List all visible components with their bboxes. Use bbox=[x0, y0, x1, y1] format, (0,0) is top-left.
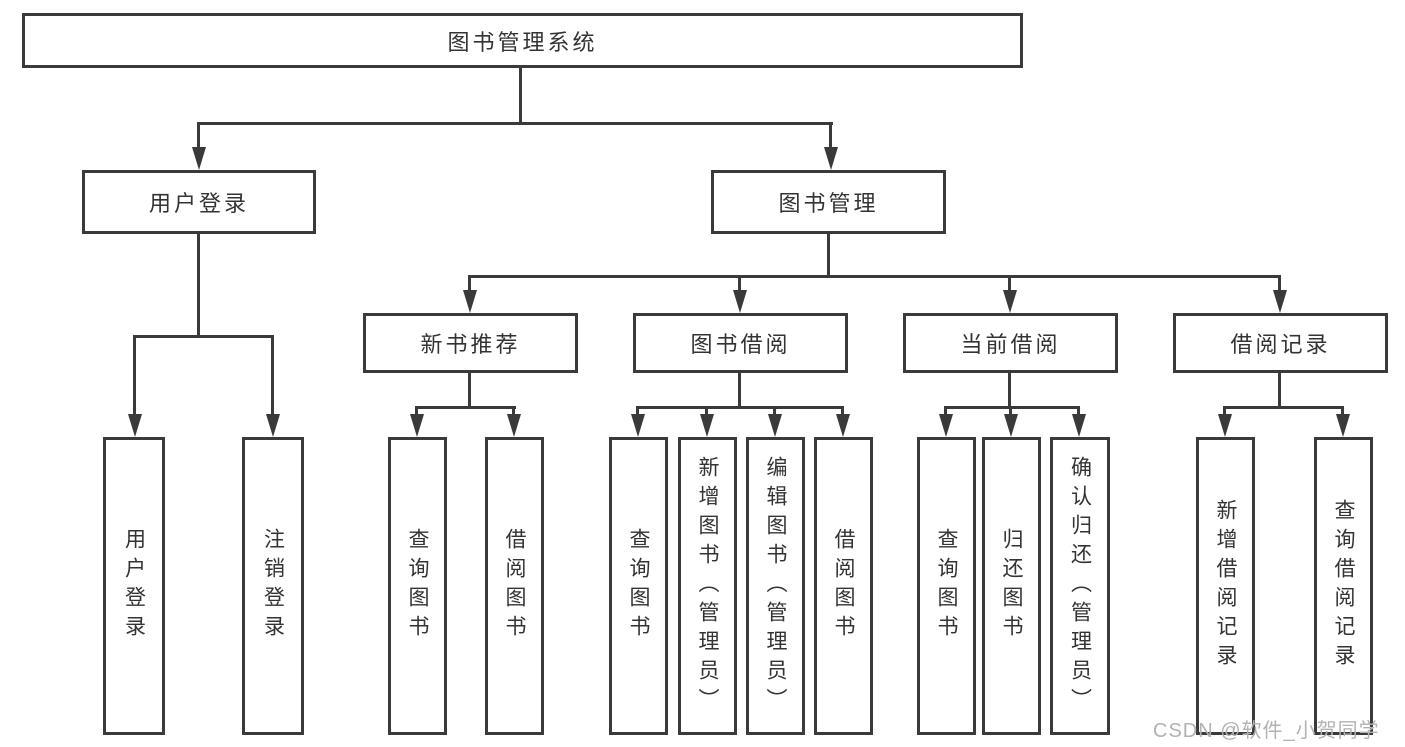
connector-drop bbox=[1278, 275, 1281, 293]
node-current-borrow: 当前借阅 bbox=[903, 313, 1118, 373]
leaf-recommend-borrow-books: 借阅图书 bbox=[485, 437, 544, 735]
connector-stub bbox=[1278, 373, 1281, 407]
leaf-logout: 注销登录 bbox=[242, 437, 304, 735]
connector-bar bbox=[636, 406, 844, 409]
arrow-down-icon bbox=[700, 414, 714, 437]
arrow-down-icon bbox=[824, 147, 838, 170]
connector-drop bbox=[1341, 406, 1344, 418]
leaf-label: 新增图书（管理员） bbox=[696, 455, 719, 717]
leaf-query-borrow-record: 查询借阅记录 bbox=[1314, 437, 1373, 735]
leaf-label: 编辑图书（管理员） bbox=[764, 455, 787, 717]
arrow-down-icon bbox=[836, 414, 850, 437]
arrow-down-icon bbox=[410, 414, 424, 437]
connector-level2-bar bbox=[468, 275, 1281, 278]
connector-bar bbox=[944, 406, 1080, 409]
arrow-down-icon bbox=[1072, 414, 1086, 437]
connector-root-bar bbox=[197, 122, 833, 125]
leaf-current-query-books: 查询图书 bbox=[917, 437, 976, 735]
connector-drop bbox=[705, 406, 708, 418]
connector-drop bbox=[944, 406, 947, 418]
connector-drop bbox=[738, 275, 741, 293]
connector-root-stub bbox=[519, 68, 522, 122]
arrow-down-icon bbox=[1336, 414, 1350, 437]
connector-drop bbox=[415, 406, 418, 418]
node-user-login: 用户登录 bbox=[82, 170, 316, 234]
connector-drop bbox=[1077, 406, 1080, 418]
node-borrow-records: 借阅记录 bbox=[1173, 313, 1388, 373]
arrow-down-icon bbox=[939, 414, 953, 437]
leaf-label: 查询图书 bbox=[627, 528, 650, 644]
csdn-watermark: CSDN @软件_小贺同学 bbox=[1153, 720, 1380, 742]
arrow-down-icon bbox=[768, 414, 782, 437]
connector-login-stub bbox=[197, 234, 200, 336]
connector-mgmt-stub bbox=[827, 234, 830, 276]
arrow-down-icon bbox=[733, 290, 747, 313]
node-new-book-recommend: 新书推荐 bbox=[363, 313, 578, 373]
leaf-add-books-admin: 新增图书（管理员） bbox=[678, 437, 737, 735]
arrow-down-icon bbox=[1218, 414, 1232, 437]
leaf-return-books: 归还图书 bbox=[982, 437, 1041, 735]
connector-drop bbox=[512, 406, 515, 418]
arrow-down-icon bbox=[1004, 414, 1018, 437]
node-root: 图书管理系统 bbox=[22, 13, 1023, 68]
leaf-label: 确认归还（管理员） bbox=[1068, 455, 1092, 717]
leaf-confirm-return-admin: 确认归还（管理员） bbox=[1050, 437, 1110, 735]
arrow-down-icon bbox=[1273, 290, 1287, 313]
connector-drop bbox=[773, 406, 776, 418]
connector-stub bbox=[1008, 373, 1011, 407]
leaf-recommend-query-books: 查询图书 bbox=[388, 437, 447, 735]
connector-drop bbox=[636, 406, 639, 418]
leaf-add-borrow-record: 新增借阅记录 bbox=[1196, 437, 1255, 735]
leaf-label: 查询借阅记录 bbox=[1332, 499, 1355, 673]
arrow-down-icon bbox=[463, 290, 477, 313]
leaf-borrow-books: 借阅图书 bbox=[814, 437, 873, 735]
leaf-label: 新增借阅记录 bbox=[1214, 499, 1237, 673]
arrow-down-icon bbox=[507, 414, 521, 437]
leaf-edit-books-admin: 编辑图书（管理员） bbox=[746, 437, 805, 735]
arrow-down-icon bbox=[266, 414, 280, 437]
connector-drop bbox=[133, 335, 136, 415]
leaf-label: 借阅图书 bbox=[503, 528, 526, 644]
leaf-user-login: 用户登录 bbox=[103, 437, 165, 735]
leaf-label: 查询图书 bbox=[406, 528, 429, 644]
leaf-label: 归还图书 bbox=[1000, 528, 1023, 644]
arrow-down-icon bbox=[192, 147, 206, 170]
connector-drop bbox=[829, 122, 832, 150]
arrow-down-icon bbox=[631, 414, 645, 437]
connector-bar bbox=[415, 406, 516, 409]
leaf-label: 用户登录 bbox=[122, 528, 146, 644]
leaf-label: 查询图书 bbox=[935, 528, 958, 644]
arrow-down-icon bbox=[1003, 290, 1017, 313]
connector-drop bbox=[1008, 275, 1011, 293]
connector-stub bbox=[468, 373, 471, 407]
connector-login-bar bbox=[133, 335, 274, 338]
leaf-label: 借阅图书 bbox=[832, 528, 855, 644]
connector-bar bbox=[1223, 406, 1344, 409]
connector-drop bbox=[1223, 406, 1226, 418]
connector-drop bbox=[271, 335, 274, 415]
connector-stub bbox=[738, 373, 741, 407]
arrow-down-icon bbox=[128, 414, 142, 437]
connector-drop bbox=[468, 275, 471, 293]
leaf-label: 注销登录 bbox=[261, 528, 285, 644]
connector-drop bbox=[197, 122, 200, 150]
connector-drop bbox=[1009, 406, 1012, 418]
node-book-borrow: 图书借阅 bbox=[633, 313, 848, 373]
node-book-management: 图书管理 bbox=[711, 170, 946, 234]
leaf-borrow-query-books: 查询图书 bbox=[609, 437, 668, 735]
connector-drop bbox=[841, 406, 844, 418]
